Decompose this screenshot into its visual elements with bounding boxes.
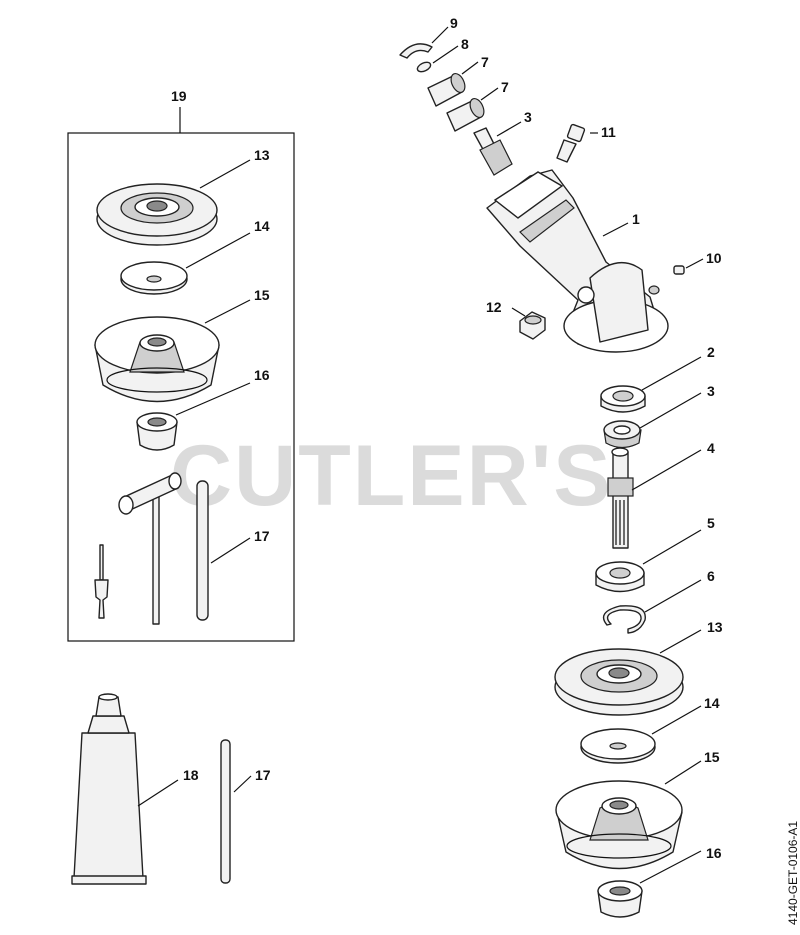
- part-plug-nut: [673, 265, 685, 275]
- callout-16-kit: 16: [254, 367, 270, 383]
- part-bevel-pinion: [473, 127, 513, 176]
- kit-box: [67, 132, 295, 642]
- part-screw: [556, 123, 586, 163]
- part-spacer: [416, 61, 432, 73]
- callout-13: 13: [707, 619, 723, 635]
- callout-16: 16: [706, 845, 722, 861]
- part-locking-rod-kit: [196, 480, 209, 621]
- part-rider-plate-kit: [94, 316, 220, 403]
- callout-7-upper: 7: [481, 54, 489, 70]
- part-washer-kit: [120, 261, 188, 295]
- callout-15: 15: [704, 749, 720, 765]
- callout-6: 6: [707, 568, 715, 584]
- callout-14-kit: 14: [254, 218, 270, 234]
- part-thrust-plate: [554, 648, 684, 716]
- callout-18: 18: [183, 767, 199, 783]
- part-rider-plate: [555, 780, 683, 870]
- part-mowing-nut: [597, 880, 643, 918]
- callout-11: 11: [601, 124, 616, 140]
- part-ball-bearing: [600, 385, 646, 413]
- callout-4: 4: [707, 440, 715, 456]
- part-thrust-plate-kit: [96, 183, 218, 246]
- part-circlip: [602, 605, 646, 634]
- callout-7-lower: 7: [501, 79, 509, 95]
- part-ball-bearing-spindle: [595, 561, 645, 593]
- callout-17-kit: 17: [254, 528, 270, 544]
- part-washer: [580, 728, 656, 764]
- part-gear-housing: [486, 169, 669, 353]
- part-ball-bearing-lower: [446, 97, 485, 132]
- callout-14: 14: [704, 695, 720, 711]
- part-locking-rod: [220, 739, 231, 884]
- part-screwdriver: [94, 544, 109, 619]
- part-circlip-top: [399, 43, 433, 59]
- callout-2: 2: [707, 344, 715, 360]
- part-screw-plug: [519, 311, 546, 340]
- callout-19: 19: [171, 88, 187, 104]
- part-mowing-nut-kit: [136, 412, 178, 451]
- callout-12: 12: [486, 299, 502, 315]
- callout-15-kit: 15: [254, 287, 270, 303]
- part-spindle: [607, 447, 634, 549]
- callout-1: 1: [632, 211, 640, 227]
- part-grease-tube: [71, 693, 147, 885]
- callout-9: 9: [450, 15, 458, 31]
- callout-3-lower: 3: [707, 383, 715, 399]
- callout-3-upper: 3: [524, 109, 532, 125]
- callout-5: 5: [707, 515, 715, 531]
- watermark-text: CUTLER'S: [170, 428, 613, 524]
- document-id: 4140-GET-0106-A1: [786, 821, 800, 925]
- callout-13-kit: 13: [254, 147, 270, 163]
- part-ball-bearing-upper: [427, 72, 466, 107]
- callout-8: 8: [461, 36, 469, 52]
- part-bevel-gear: [603, 420, 642, 449]
- part-combination-wrench: [118, 472, 182, 625]
- callout-17: 17: [255, 767, 271, 783]
- callout-10: 10: [706, 250, 722, 266]
